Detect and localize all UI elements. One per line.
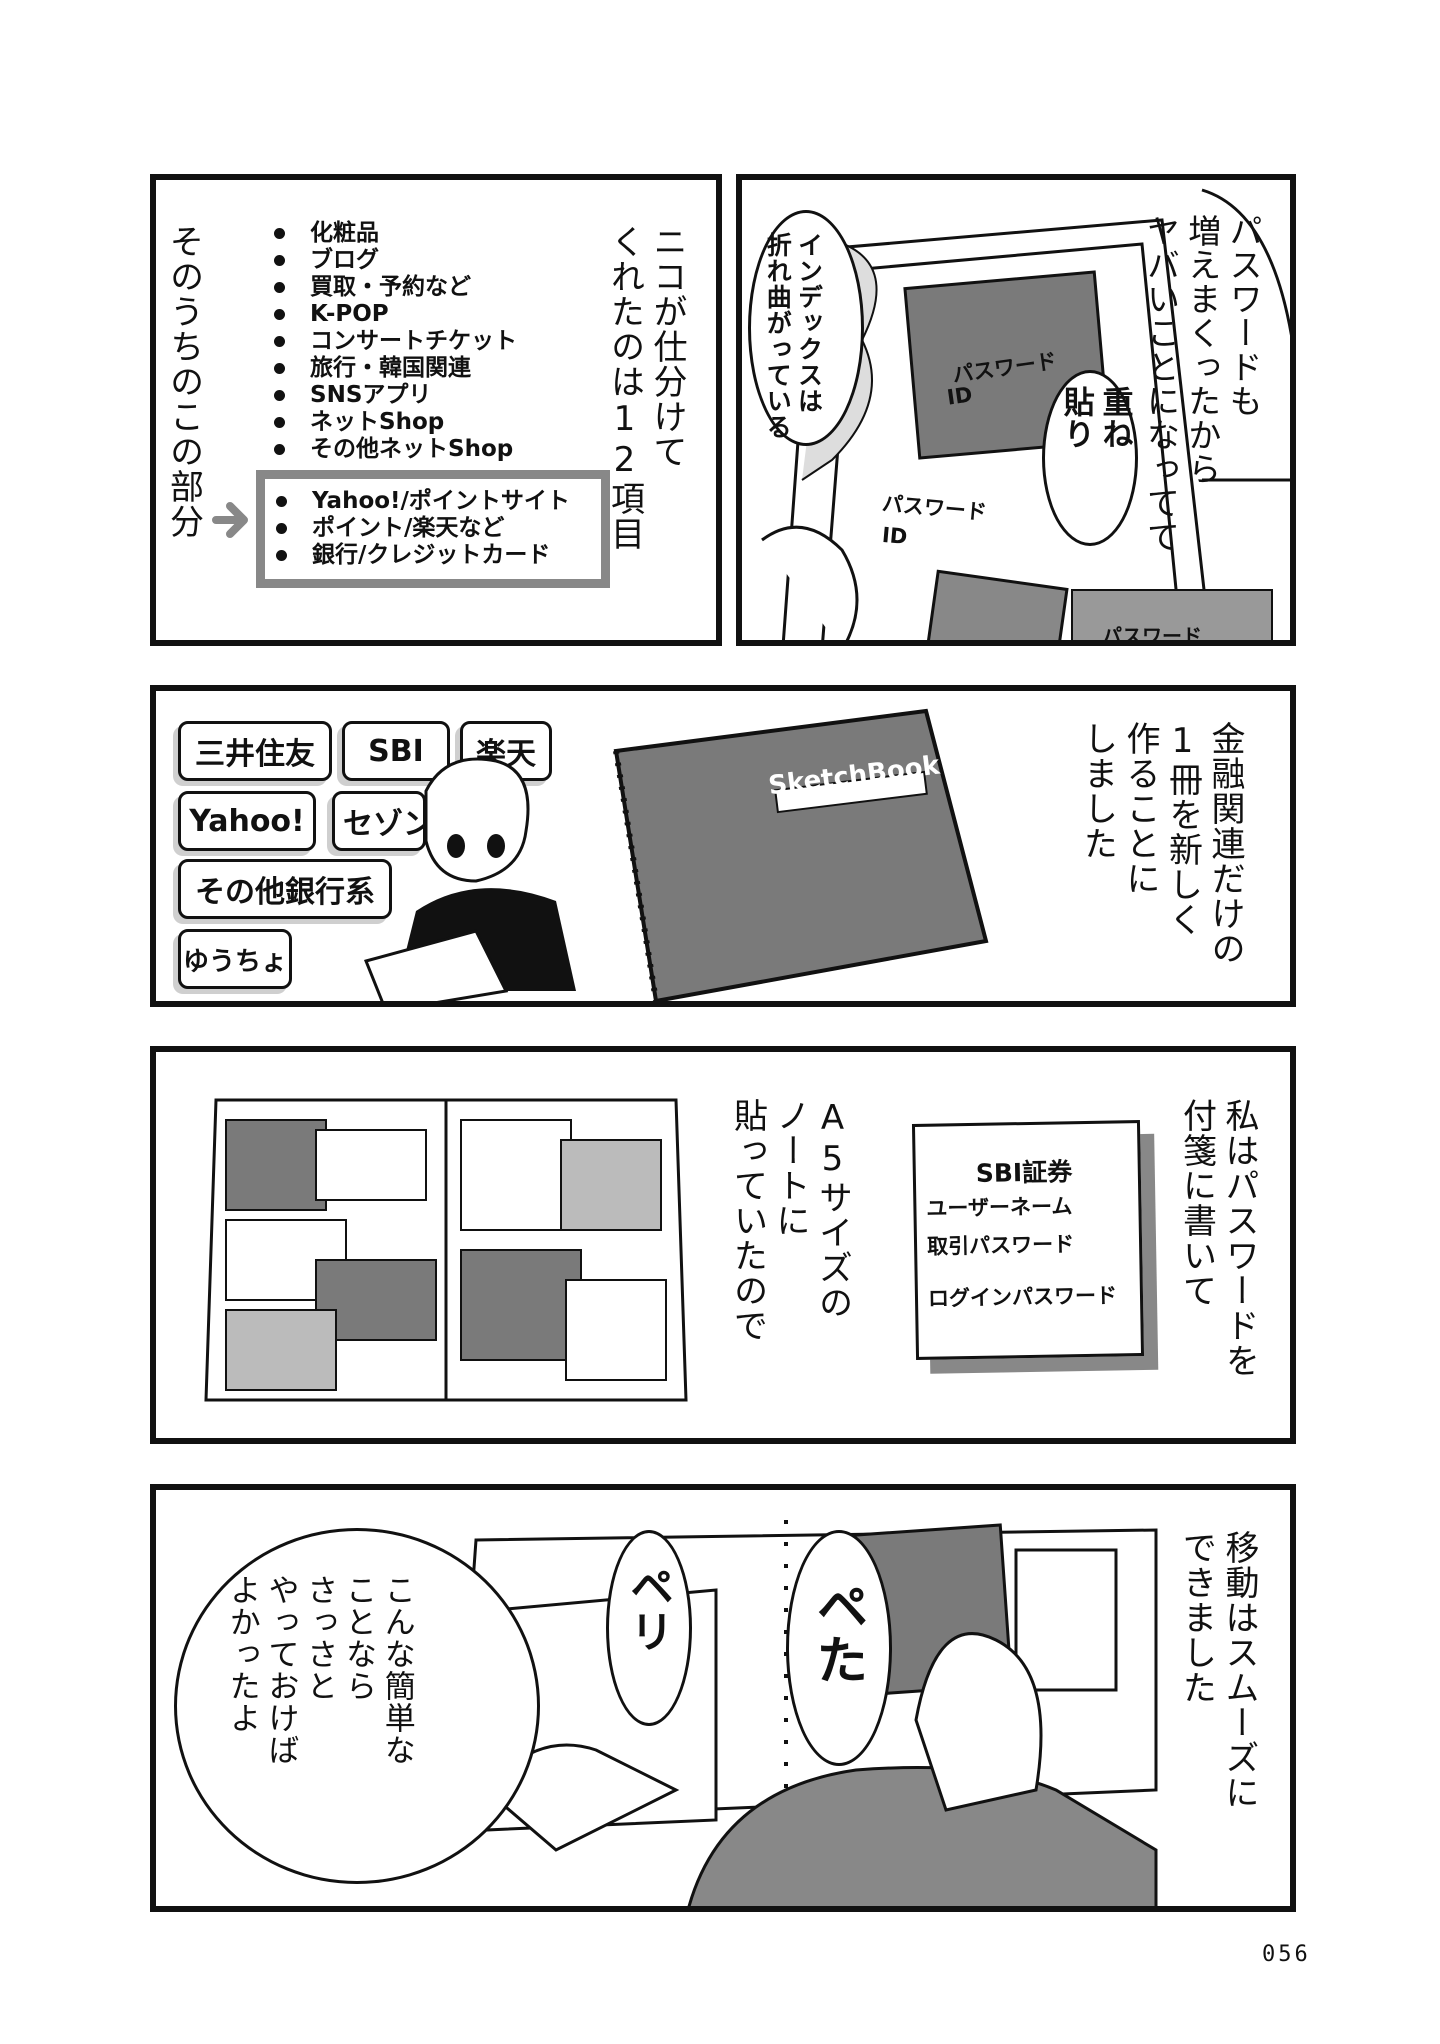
speech-bubble-stack (1042, 370, 1138, 546)
arrow-right-icon (212, 502, 248, 538)
panel-sorted-categories: ニコが仕分けて くれたのは12項目 そのうちのこの部分 化粧品 ブログ 買取・予… (150, 174, 722, 646)
person-reading-illustration (363, 757, 576, 1001)
list-item: ポイント/楽天など (268, 515, 570, 542)
list-item: 化粧品 (266, 220, 517, 247)
list-item: ネットShop (266, 409, 517, 436)
list-item: SNSアプリ (266, 382, 517, 409)
highlighted-category-list: Yahoo!/ポイントサイト ポイント/楽天など 銀行/クレジットカード (268, 488, 570, 569)
note-password-label: パスワード (1102, 624, 1202, 646)
bank-tag: セゾン (332, 791, 433, 851)
sticky-title: SBI証券 (975, 1157, 1073, 1188)
list-item: K-POP (266, 301, 517, 328)
panel1-caption: そのうちのこの部分 (163, 224, 204, 539)
panel5-thought: こんな簡単な ことなら さっさと やっておけば よかったよ (223, 1574, 415, 1766)
thought-bubble (174, 1528, 540, 1884)
sticky-login-password: ログインパスワード (927, 1283, 1118, 1311)
list-item: その他ネットShop (266, 436, 517, 463)
sticky-username: ユーザーネーム (926, 1194, 1073, 1221)
speech-bubble-index (748, 210, 864, 446)
panel4-narration-left: A5サイズの ノートに 貼っていたので (727, 1098, 853, 1343)
panel2-narration: パスワードも 増えまくったから ヤバいことになってて (1141, 214, 1264, 554)
sfx-peri: ペリ (622, 1564, 673, 1654)
note-id-label: ID (945, 382, 974, 410)
sbi-sticky-note: SBI証券 ユーザーネーム 取引パスワード ログインパスワード (911, 1120, 1145, 1360)
highlight-box (256, 470, 610, 588)
list-item: Yahoo!/ポイントサイト (268, 488, 570, 515)
category-list: 化粧品 ブログ 買取・予約など K-POP コンサートチケット 旅行・韓国関連 … (266, 220, 517, 463)
note-id-label: ID (881, 522, 909, 550)
sketchbook-illustration (613, 708, 989, 1001)
panel-new-notebook: 三井住友 SBI 楽天 Yahoo! セゾン その他銀行系 ゆうちょ Sketc… (150, 685, 1296, 1007)
list-item: 買取・予約など (266, 274, 517, 301)
list-item: 銀行/クレジットカード (268, 542, 570, 569)
list-item: 旅行・韓国関連 (266, 355, 517, 382)
bank-tag: Yahoo! (178, 791, 316, 851)
bank-tag: 三井住友 (178, 721, 332, 781)
panel3-narration: 金融関連だけの 1冊を新しく 作ることに しました (1077, 721, 1246, 966)
panel-moving-notes: こんな簡単な ことなら さっさと やっておけば よかったよ ペリ ペた 移動はス… (150, 1484, 1296, 1912)
sfx-bubble-peta (786, 1530, 892, 1766)
panel-sticky-notes: A5サイズの ノートに 貼っていたので SBI証券 ユーザーネーム 取引パスワー… (150, 1046, 1296, 1444)
bubble-index-text: インデックスは 折れ曲がっている (763, 232, 824, 440)
panel4-narration-right: 私はパスワードを 付箋に書いて (1176, 1098, 1260, 1378)
sfx-peta: ペた (807, 1580, 867, 1686)
bank-tag: ゆうちょ (178, 929, 292, 989)
panel-messy-notebook: パスワード ID パスワード ID パスワード パスワードも 増えまくったから … (736, 174, 1296, 646)
panel5-narration: 移動はスムーズに できました (1176, 1530, 1260, 1810)
bank-tag: SBI (342, 721, 450, 781)
list-item: コンサートチケット (266, 328, 517, 355)
sfx-bubble-peri (606, 1530, 692, 1726)
a5-notebook-illustration (204, 1098, 688, 1402)
bank-tag: その他銀行系 (178, 859, 392, 919)
page-number: 056 (1262, 1942, 1311, 1967)
panel1-narration: ニコが仕分けて くれたのは12項目 (604, 224, 688, 551)
list-item: ブログ (266, 247, 517, 274)
sticky-trade-password: 取引パスワード (926, 1232, 1075, 1259)
bubble-stack-text: 重ね 貼り (1057, 386, 1133, 450)
